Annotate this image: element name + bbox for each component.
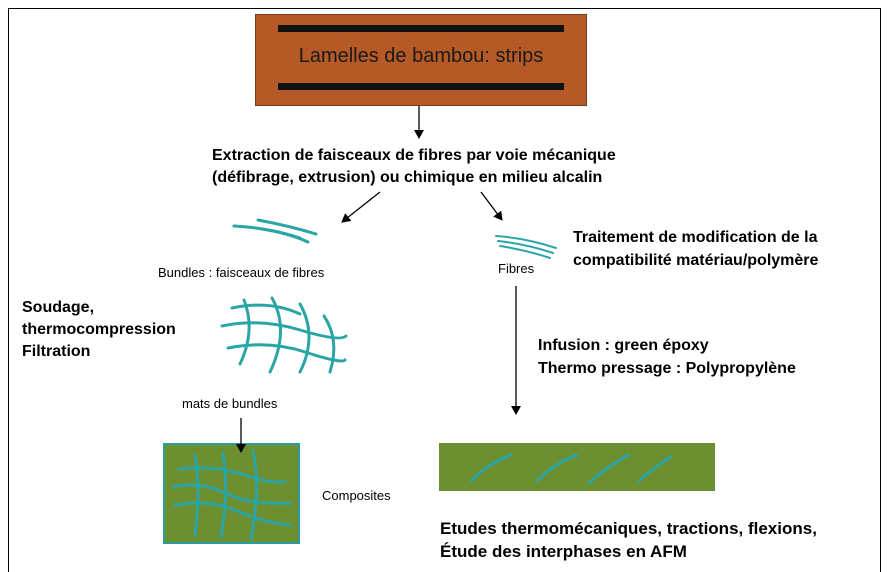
extraction-line-1: Extraction de faisceaux de fibres par vo… [212,147,616,164]
bamboo-title: Lamelles de bambou: strips [298,45,544,67]
arrow-to-fibres [480,191,503,221]
mat-of-bundles-icon [220,296,348,374]
composites-label: Composites [322,488,391,503]
process-line-3: Filtration [22,343,91,360]
process-line-2: thermocompression [22,321,176,338]
bundles-icon [232,218,318,244]
fibres-label: Fibres [498,261,535,276]
arrow-to-bundles [341,191,381,223]
infusion-label: Infusion : green époxy [538,337,709,354]
composite-fibre-strands [469,453,673,485]
thermo-pressing-label: Thermo pressage : Polypropylène [538,360,796,377]
composite-fibre-plate [439,443,715,491]
extraction-line-2: (défibrage, extrusion) ou chimique en mi… [212,169,603,186]
strip-bar-top [278,25,564,32]
fibres-icon [495,235,557,259]
strip-bar-bottom [278,83,564,90]
studies-line-2: Étude des interphases en AFM [440,542,687,561]
process-line-1: Soudage, [22,299,95,316]
bamboo-strips-box: Lamelles de bambou: strips [255,14,587,106]
mats-label: mats de bundles [182,396,278,411]
composite-mat-fibers [171,449,292,541]
treatment-line-2: compatibilité matériau/polymère [573,252,819,269]
composite-mat-plate [163,443,300,544]
treatment-line-1: Traitement de modification de la [573,229,818,246]
studies-line-1: Etudes thermomécaniques, tractions, flex… [440,519,817,538]
diagram-frame [8,8,881,572]
bundles-label: Bundles : faisceaux de fibres [158,265,325,280]
